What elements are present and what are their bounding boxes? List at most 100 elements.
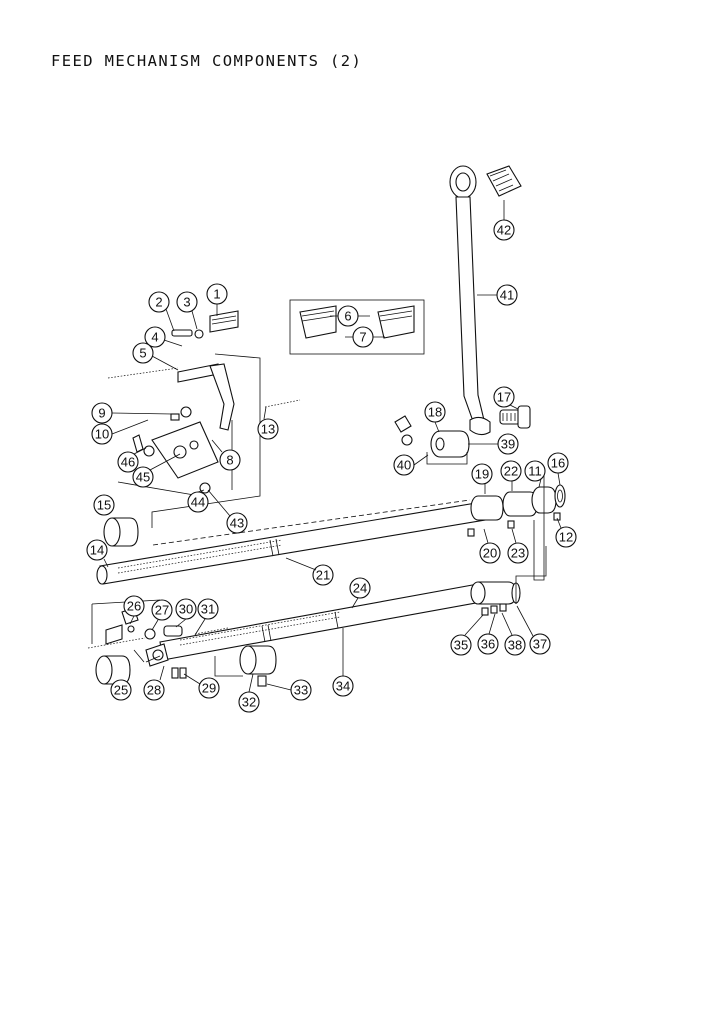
callout-1: 1 <box>206 283 228 305</box>
callout-labels: 1 2 3 4 5 6 7 8 9 10 11 12 13 14 15 16 1… <box>86 219 577 713</box>
callout-44: 44 <box>187 491 209 513</box>
callout-14: 14 <box>86 539 108 561</box>
svg-text:27: 27 <box>155 603 169 618</box>
upper-feed-shaft-part <box>96 499 486 585</box>
svg-text:2: 2 <box>155 295 162 310</box>
page-title: FEED MECHANISM COMPONENTS (2) <box>51 52 363 70</box>
callout-31: 31 <box>197 598 219 620</box>
callout-28: 28 <box>143 679 165 701</box>
callout-19: 19 <box>471 463 493 485</box>
svg-text:20: 20 <box>483 546 497 561</box>
svg-text:4: 4 <box>151 330 158 345</box>
feed-bracket-assembly-part <box>107 310 301 528</box>
svg-text:16: 16 <box>551 456 565 471</box>
svg-text:15: 15 <box>97 498 111 513</box>
callout-26: 26 <box>123 595 145 617</box>
svg-text:12: 12 <box>559 530 573 545</box>
callout-2: 2 <box>148 291 170 313</box>
svg-text:37: 37 <box>533 637 547 652</box>
svg-text:14: 14 <box>90 543 104 558</box>
callout-41: 41 <box>496 284 518 306</box>
svg-text:25: 25 <box>114 683 128 698</box>
svg-text:34: 34 <box>336 679 350 694</box>
svg-text:5: 5 <box>139 346 146 361</box>
svg-text:43: 43 <box>230 516 244 531</box>
callout-25: 25 <box>110 679 132 701</box>
svg-text:33: 33 <box>294 683 308 698</box>
bushing-part <box>103 517 139 547</box>
callout-22: 22 <box>500 460 522 482</box>
feed-arm-part <box>449 165 522 436</box>
lower-feed-shaft-part <box>91 546 547 661</box>
callout-43: 43 <box>226 512 248 534</box>
callout-39: 39 <box>497 433 519 455</box>
callout-16: 16 <box>547 452 569 474</box>
svg-text:30: 30 <box>179 602 193 617</box>
svg-text:29: 29 <box>202 681 216 696</box>
svg-text:6: 6 <box>344 309 351 324</box>
callout-leader-lines <box>103 200 562 693</box>
callout-9: 9 <box>91 402 113 424</box>
svg-text:26: 26 <box>127 599 141 614</box>
callout-7: 7 <box>352 326 374 348</box>
svg-text:17: 17 <box>497 390 511 405</box>
svg-text:19: 19 <box>475 467 489 482</box>
svg-text:39: 39 <box>501 437 515 452</box>
callout-38: 38 <box>504 634 526 656</box>
svg-text:41: 41 <box>500 288 514 303</box>
callout-29: 29 <box>198 677 220 699</box>
svg-text:18: 18 <box>428 405 442 420</box>
callout-42: 42 <box>493 219 515 241</box>
svg-text:36: 36 <box>481 637 495 652</box>
callout-15: 15 <box>93 494 115 516</box>
svg-text:11: 11 <box>528 464 542 479</box>
callout-37: 37 <box>529 633 551 655</box>
svg-text:38: 38 <box>508 638 522 653</box>
svg-text:13: 13 <box>261 422 275 437</box>
callout-6: 6 <box>337 305 359 327</box>
callout-32: 32 <box>238 691 260 713</box>
callout-33: 33 <box>290 679 312 701</box>
callout-23: 23 <box>507 542 529 564</box>
svg-text:35: 35 <box>454 638 468 653</box>
svg-text:44: 44 <box>191 495 205 510</box>
svg-text:7: 7 <box>359 330 366 345</box>
svg-text:23: 23 <box>511 546 525 561</box>
svg-text:1: 1 <box>213 287 220 302</box>
svg-text:40: 40 <box>397 458 411 473</box>
svg-text:10: 10 <box>95 427 109 442</box>
svg-text:32: 32 <box>242 695 256 710</box>
svg-text:45: 45 <box>136 470 150 485</box>
svg-text:22: 22 <box>504 464 518 479</box>
callout-13: 13 <box>257 418 279 440</box>
svg-text:21: 21 <box>316 568 330 583</box>
callout-20: 20 <box>479 542 501 564</box>
svg-text:28: 28 <box>147 683 161 698</box>
callout-30: 30 <box>175 598 197 620</box>
callout-24: 24 <box>349 577 371 599</box>
svg-text:31: 31 <box>201 602 215 617</box>
svg-text:8: 8 <box>226 453 233 468</box>
upper-shaft-collars-part <box>467 469 566 581</box>
svg-text:3: 3 <box>183 295 190 310</box>
svg-text:42: 42 <box>497 223 511 238</box>
callout-45: 45 <box>132 466 154 488</box>
stepped-bolt-part <box>499 405 531 429</box>
callout-5: 5 <box>132 342 154 364</box>
callout-4: 4 <box>144 326 166 348</box>
callout-10: 10 <box>91 423 113 445</box>
callout-21: 21 <box>312 564 334 586</box>
svg-text:9: 9 <box>98 406 105 421</box>
callout-12: 12 <box>555 526 577 548</box>
svg-text:24: 24 <box>353 581 367 596</box>
callout-3: 3 <box>176 291 198 313</box>
callout-18: 18 <box>424 401 446 423</box>
callout-8: 8 <box>219 449 241 471</box>
callout-27: 27 <box>151 599 173 621</box>
callout-36: 36 <box>477 633 499 655</box>
callout-17: 17 <box>493 386 515 408</box>
callout-11: 11 <box>524 460 546 482</box>
feed-dog-set-part <box>289 299 425 355</box>
